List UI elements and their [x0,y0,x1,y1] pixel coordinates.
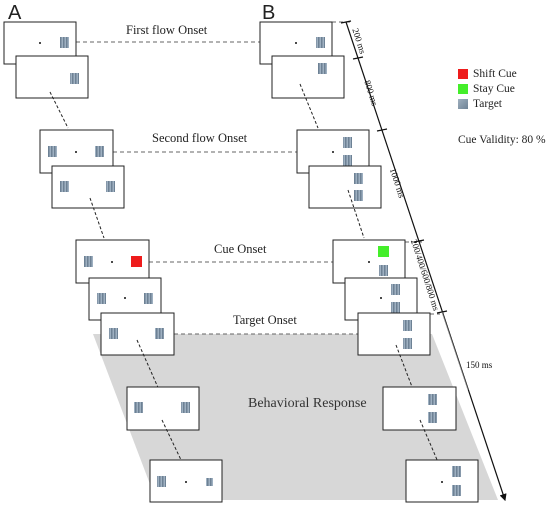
panel-b-frames [259,21,479,503]
gabor-patch-icon [144,293,153,304]
gabor-patch-icon [354,190,363,201]
frame-b9 [405,459,479,503]
frame-a7 [100,312,175,393]
target-onset-label: Target Onset [230,313,300,327]
fixation-dot [332,151,334,153]
gabor-patch-icon [155,328,164,339]
frame-a8 [126,386,200,463]
gabor-patch-icon [391,302,400,313]
fixation-dot [185,481,187,483]
frame-b5 [332,239,406,284]
fixation-dot [75,151,77,153]
frame-b2 [271,55,345,129]
shift-cue-square [131,256,142,267]
frame-b7 [357,312,431,393]
behavioral-response-label: Behavioral Response [248,396,367,411]
legend-shift-cue-label: Shift Cue [473,67,517,80]
gabor-patch-icon [206,478,213,486]
gabor-patch-icon [60,37,69,48]
gabor-patch-icon [48,146,57,157]
gabor-patch-icon [428,394,437,405]
legend: Shift Cue Stay Cue Target [458,66,517,111]
gabor-patch-icon [60,181,69,192]
gabor-patch-icon [428,412,437,423]
fixation-dot [39,42,41,44]
fixation-dot [380,297,382,299]
second-flow-onset-label: Second flow Onset [149,131,251,145]
fixation-dot [111,261,113,263]
gabor-patch-icon [97,293,106,304]
gabor-patch-icon [343,137,352,148]
response-window-line [441,311,469,391]
frame-a5 [75,239,150,284]
legend-stay-cue: Stay Cue [458,81,517,96]
behavioral-response-area [93,334,498,500]
cue-validity-text: Cue Validity: 80 % [458,134,546,146]
tick-200ms-end [352,56,364,60]
frame-b4 [308,165,382,239]
gabor-patch-icon [318,63,327,74]
timeline-line [345,21,507,502]
shift-cue-swatch [458,68,468,79]
gabor-patch-icon [391,284,400,295]
gabor-patch-icon [452,485,461,496]
stay-cue-square [378,246,389,257]
tick-200ms-start [340,20,352,24]
frame-a9 [149,459,223,503]
fixation-dot [124,297,126,299]
first-flow-onset-label: First flow Onset [123,23,211,37]
gabor-patch-icon [181,402,190,413]
gabor-patch-icon [403,338,412,349]
frame-a4 [51,165,125,239]
gabor-patch-icon [354,173,363,184]
gabor-patch-icon [458,98,468,109]
gabor-patch-icon [316,37,325,48]
gabor-patch-icon [343,155,352,166]
frame-b8 [382,386,457,463]
legend-shift-cue: Shift Cue [458,66,517,81]
panel-b-label: B [262,2,276,24]
frame-a2 [15,55,89,129]
legend-target: Target [458,96,517,111]
panel-a-frames [3,21,223,503]
fixation-dot [368,261,370,263]
stay-cue-swatch [458,83,468,94]
panel-a-label: A [8,2,22,24]
gabor-patch-icon [109,328,118,339]
gabor-patch-icon [95,146,104,157]
tick-800ms-end [376,128,388,132]
gabor-patch-icon [134,402,143,413]
gabor-patch-icon [84,256,93,267]
gabor-patch-icon [70,73,79,84]
legend-stay-cue-label: Stay Cue [473,82,515,95]
fixation-dot [295,42,297,44]
timing-150ms: 150 ms [466,360,493,370]
gabor-patch-icon [106,181,115,192]
gabor-patch-icon [452,466,461,477]
fixation-dot [441,481,443,483]
cue-onset-label: Cue Onset [211,242,270,256]
gabor-patch-icon [157,476,166,487]
gabor-patch-icon [379,265,388,276]
tick-1000ms-end [413,239,425,243]
gabor-patch-icon [403,320,412,331]
legend-target-label: Target [473,97,502,110]
